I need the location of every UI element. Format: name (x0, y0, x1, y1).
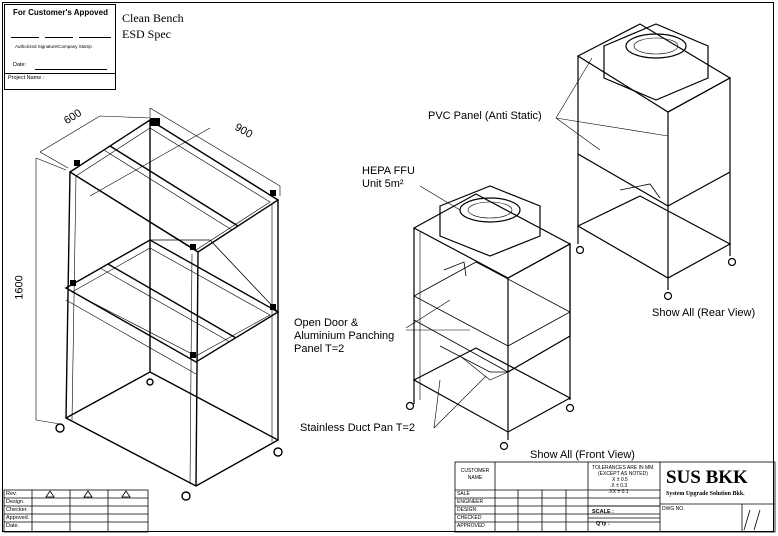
approval-heading: For Customer's Appoved (13, 8, 108, 17)
rev-row-label: Rev. (6, 491, 17, 497)
date-label: Date: (13, 62, 27, 68)
aluminium-frame (55, 118, 283, 501)
customer-approval-box: For Customer's Appoved Authorized Signat… (4, 4, 116, 90)
front-view-cabinet (405, 185, 575, 451)
role-label: DESIGN (457, 507, 477, 513)
rear-view-cabinet (575, 23, 737, 301)
role-label: SALE (457, 491, 470, 497)
callout-door-line2: Aluminium Panching (294, 330, 395, 342)
tolerance-xxx: .XX ± 0.1 (608, 489, 629, 495)
callout-door-line3: Panel T=2 (294, 343, 345, 355)
revision-grid (3, 489, 149, 533)
qty-label: Q'ty : (596, 521, 610, 527)
role-label: APPROVED (457, 523, 485, 529)
callout-door-line1: Open Door & (294, 317, 359, 329)
rev-row-label: Design. (6, 499, 25, 505)
leader-lines (405, 57, 669, 429)
title-block-grid (454, 461, 776, 533)
customer-name-label: CUSTOMER NAME (460, 468, 490, 481)
title-note-line1: Clean Bench (122, 11, 184, 25)
company-name: SUS BKK (666, 467, 748, 488)
tolerance-x: X ± 0.5 (612, 477, 628, 483)
label-rear-view: Show All (Rear View) (652, 307, 756, 319)
tolerance-xx: .X ± 0.3 (610, 483, 628, 489)
rev-row-label: Checker. (6, 507, 28, 513)
callout-duct-pan: Stainless Duct Pan T=2 (300, 422, 416, 434)
role-label: ENGINEER (457, 499, 484, 505)
tolerances-line1: TOLERANCES ARE IN MM. (592, 465, 655, 471)
title-note-line2: ESD Spec (122, 27, 171, 41)
dwg-no-label: DWG NO. (662, 506, 685, 512)
callout-pvc-panel: PVC Panel (Anti Static) (428, 110, 542, 122)
label-front-view: Show All (Front View) (530, 449, 635, 461)
dim-height: 1600 (13, 275, 26, 300)
signature-label: Authorized Signature/Company Stamp (15, 44, 92, 49)
scale-label: SCALE : (592, 509, 614, 515)
rev-row-label: Appoved. (6, 515, 30, 521)
project-name-label: Project Name : (8, 75, 45, 81)
role-label: CHECKED (457, 515, 482, 521)
dimension-lines (35, 107, 281, 425)
tolerances-line2: (EXCEPT AS NOTED) (598, 471, 648, 477)
rev-row-label: Date. (6, 523, 20, 529)
callout-hepa-line2: Unit 5m² (362, 178, 404, 190)
callout-hepa-line1: HEPA FFU (362, 165, 415, 177)
company-subtitle: System Upgrade Solution Bkk. (666, 491, 745, 497)
